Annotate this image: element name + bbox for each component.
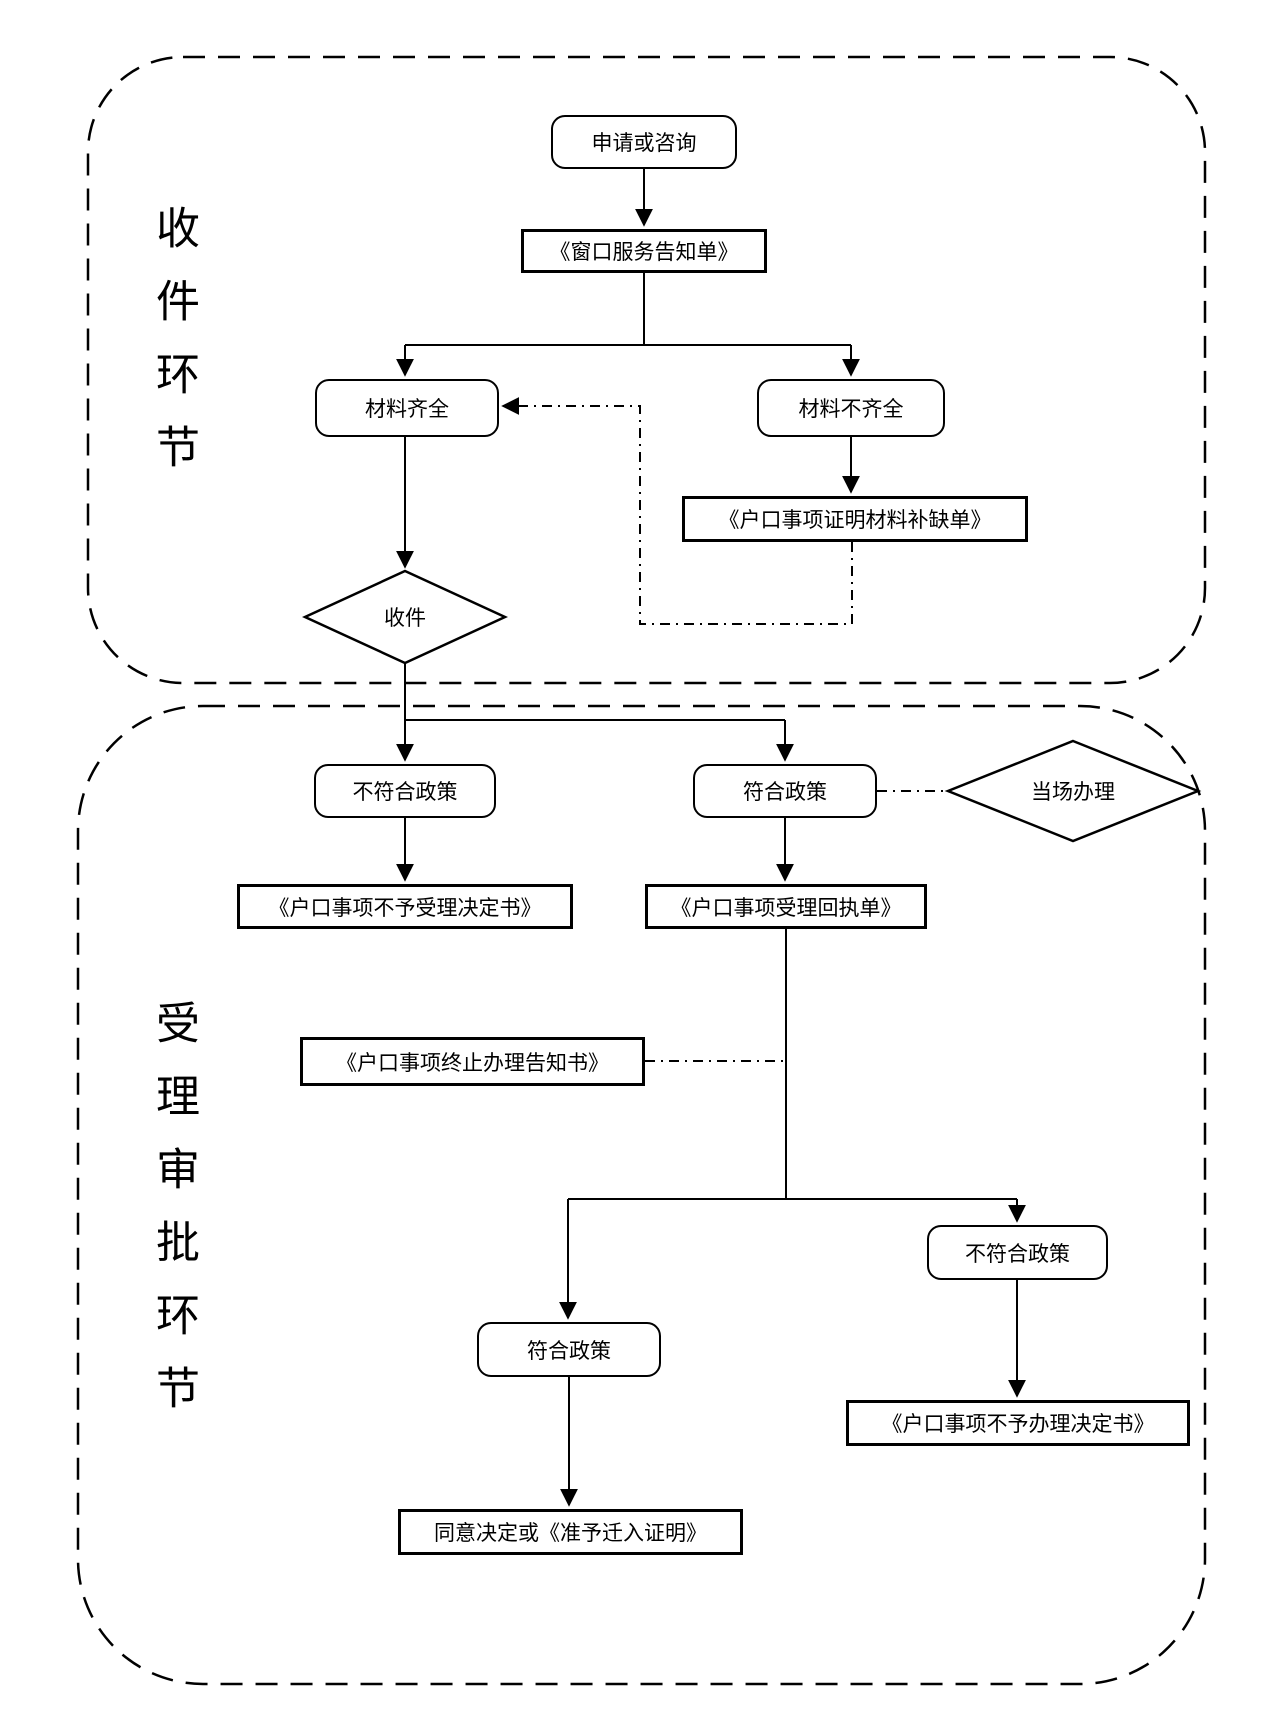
- node-policy-no-1: 不符合政策: [314, 764, 496, 818]
- node-missing-list: 《户口事项证明材料补缺单》: [682, 496, 1028, 542]
- node-reject-accept: 《户口事项不予受理决定书》: [237, 884, 573, 929]
- stage-label-receiving: 收件环节: [149, 205, 198, 497]
- node-approve: 同意决定或《准予迁入证明》: [398, 1509, 743, 1555]
- node-window-notice: 《窗口服务告知单》: [521, 229, 767, 273]
- edge-missinglist-to-materialscomplete: [501, 397, 853, 625]
- node-policy-yes-2: 符合政策: [477, 1322, 661, 1377]
- node-terminate-notice: 《户口事项终止办理告知书》: [300, 1037, 645, 1086]
- node-materials-complete: 材料齐全: [315, 379, 499, 437]
- onsite-diamond: [944, 739, 1202, 843]
- receive-diamond: [302, 569, 508, 665]
- node-onsite-label: 当场办理: [1031, 781, 1115, 804]
- node-policy-no-2: 不符合政策: [927, 1225, 1108, 1280]
- stage-label-review: 受理审批环节: [149, 1000, 198, 1438]
- node-materials-incomplete: 材料不齐全: [757, 379, 945, 437]
- node-policy-yes-1: 符合政策: [693, 764, 877, 818]
- node-apply: 申请或咨询: [551, 115, 737, 169]
- stage-review-container: [76, 704, 1207, 1686]
- node-receive-label: 收件: [384, 607, 426, 630]
- stage-receiving-container: [86, 55, 1207, 685]
- node-reject-handle: 《户口事项不予办理决定书》: [846, 1400, 1190, 1446]
- node-accept-receipt: 《户口事项受理回执单》: [645, 884, 927, 929]
